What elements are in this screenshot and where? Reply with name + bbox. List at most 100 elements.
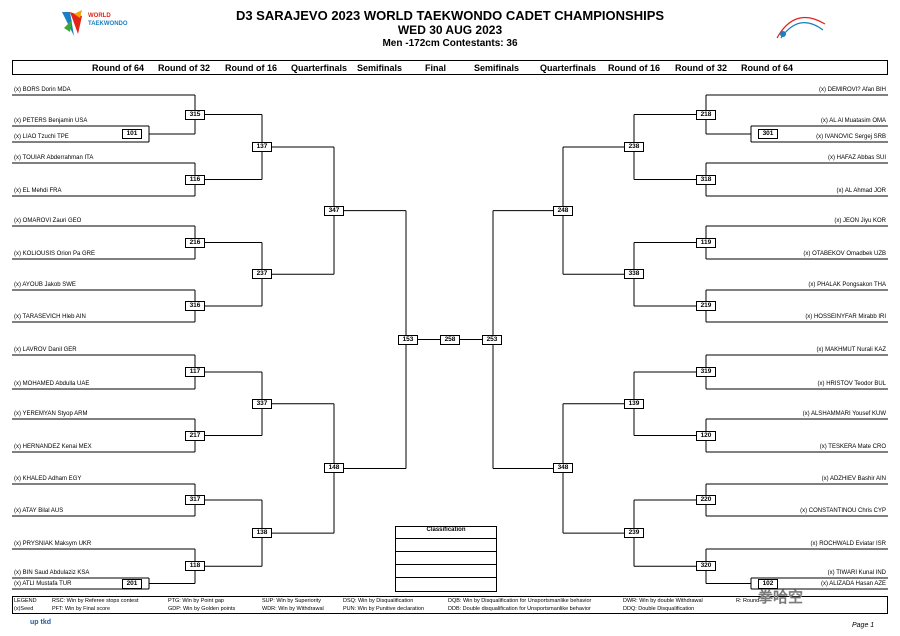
legend-entry: DDB: Double disqualification for Unsport… xyxy=(448,606,591,612)
legend-entry: WDR: Win by Withdrawal xyxy=(262,606,324,612)
match-number-box: 348 xyxy=(553,463,573,474)
match-number-box: 217 xyxy=(185,430,205,441)
competitor-name: (x) BIN Saud Abdulaziz KSA xyxy=(14,570,90,576)
legend-entry: DSQ: Win by Disqualification xyxy=(343,598,414,604)
match-number-box: 101 xyxy=(122,129,142,139)
competitor-name: (x) HOSSEINYFAR Mirabb IRI xyxy=(805,314,886,320)
legend-entry: LEGEND xyxy=(14,598,37,604)
competitor-name: (x) LAVROV Danil GER xyxy=(14,347,77,353)
legend-entry: RSC: Win by Referee stops contest xyxy=(52,598,139,604)
legend-entry: (x)Seed xyxy=(14,606,34,612)
round-label: Quarterfinals xyxy=(540,63,597,73)
match-number-box: 347 xyxy=(324,205,344,216)
match-number-box: 216 xyxy=(185,237,205,248)
competitor-name: (x) KHALED Adham EGY xyxy=(14,476,82,482)
match-number-box: 338 xyxy=(624,269,644,280)
round-label: Quarterfinals xyxy=(291,63,348,73)
round-label: Round of 16 xyxy=(225,63,277,73)
page-title: D3 SARAJEVO 2023 WORLD TAEKWONDO CADET C… xyxy=(235,8,665,23)
match-number-box: 117 xyxy=(185,367,205,377)
competitor-name: (x) ATLI Mustafa TUR xyxy=(14,581,72,587)
division-info: Men -172cm Contestants: 36 xyxy=(382,38,518,49)
match-number-box: 237 xyxy=(252,269,272,280)
watermark: 拳哈空 xyxy=(758,589,804,606)
match-number-box: 315 xyxy=(185,109,205,120)
wt-logo xyxy=(60,8,140,40)
event-date: WED 30 AUG 2023 xyxy=(397,23,503,37)
competitor-name: (x) MOHAMED Abdulla UAE xyxy=(14,381,90,387)
competitor-name: (x) YEREMYAN Styop ARM xyxy=(14,411,88,417)
legend-entry: SUP: Win by Superiority xyxy=(262,598,321,604)
classification-table xyxy=(395,526,497,592)
competitor-name: (x) AL Ahmad JOR xyxy=(836,188,886,194)
round-label: Semifinals xyxy=(474,63,520,73)
competitor-name: (x) OTABEKOV Omadbek UZB xyxy=(803,251,886,257)
competitor-name: (x) TARASEVICH Hleb AIN xyxy=(14,314,86,320)
match-number-box: 139 xyxy=(624,398,644,409)
competitor-name: (x) BORS Dorin MDA xyxy=(14,87,71,93)
competitor-name: (x) AYOUB Jakob SWE xyxy=(14,282,76,288)
competitor-name: (x) JEON Jiyu KOR xyxy=(834,218,886,224)
round-label: Round of 64 xyxy=(92,63,144,73)
match-number-box: 120 xyxy=(696,430,716,441)
match-number-box: 138 xyxy=(252,528,272,539)
match-number-box: 148 xyxy=(324,463,344,474)
competitor-name: (x) IVANOVIC Sergej SRB xyxy=(816,134,886,140)
classification-title: Classification xyxy=(426,527,466,533)
wt-logo-text-2: TAEKWONDO xyxy=(88,21,128,27)
match-number-box: 316 xyxy=(185,301,205,311)
match-number-box: 201 xyxy=(122,578,142,589)
round-label: Round of 16 xyxy=(608,63,660,73)
wt-logo-icon xyxy=(62,10,82,36)
competitor-name: (x) DEMIROVI? Afan BIH xyxy=(818,87,886,93)
round-label: Semifinals xyxy=(357,63,403,73)
match-number-box: 301 xyxy=(758,129,778,139)
match-number-box: 318 xyxy=(696,174,716,185)
legend-entry: GDP: Win by Golden points xyxy=(168,606,236,612)
legend-entry: DQB: Win by Disqualification for Unsport… xyxy=(448,598,592,604)
competitor-name: (x) HAFAZ Abbas SUI xyxy=(827,155,886,161)
round-header-bar xyxy=(12,60,888,75)
match-number-box: 218 xyxy=(696,109,716,120)
competitor-name: (x) ROCHWALD Eviatar ISR xyxy=(810,541,886,547)
match-number-box: 238 xyxy=(624,142,644,152)
match-number-box: 116 xyxy=(185,174,205,185)
match-number-box: 219 xyxy=(696,301,716,311)
legend-entry: PTG: Win by Point gap xyxy=(168,598,224,604)
competitor-name: (x) ADZHIEV Bashir AIN xyxy=(821,476,886,482)
competitor-name: (x) ALSHAMMARI Yousef KUW xyxy=(802,411,886,417)
competitor-name: (x) MAKHMUT Nurali KAZ xyxy=(816,347,886,353)
competitor-name: (x) ALIZADA Hasan AZE xyxy=(820,581,886,587)
event-logo xyxy=(773,10,829,42)
match-number-box: 137 xyxy=(252,142,272,152)
competitor-name: (x) EL Mehdi FRA xyxy=(14,188,62,194)
legend-entry: PUN: Win by Punitive declaration xyxy=(343,606,425,612)
match-number-box: 258 xyxy=(440,334,460,345)
match-number-box: 220 xyxy=(696,495,716,505)
competitor-name: (x) TESKERA Mate CRO xyxy=(819,444,886,450)
competitor-name: (x) CONSTANTINOU Chris CYP xyxy=(800,508,886,514)
event-logo-icon xyxy=(776,16,826,39)
legend-entry: R: Round xyxy=(736,598,760,604)
match-number-box: 319 xyxy=(696,367,716,377)
competitor-name: (x) TOUIAR Abderrahman ITA xyxy=(14,155,94,161)
match-number-box: 320 xyxy=(696,561,716,572)
uptkd-logo: up tkd xyxy=(30,619,51,626)
competitor-name: (x) TIWARI Kunal IND xyxy=(827,570,886,576)
competitor-name: (x) PHALAK Pongsakon THA xyxy=(808,282,886,288)
round-label: Round of 32 xyxy=(675,63,727,73)
competitor-name: (x) PETERS Benjamin USA xyxy=(14,118,88,124)
legend-entry: PFT: Win by Final score xyxy=(52,606,111,612)
competitor-name: (x) KOLIOUSIS Orion Pa GRE xyxy=(14,251,96,257)
match-number-box: 153 xyxy=(398,334,418,345)
match-number-box: 317 xyxy=(185,495,205,505)
round-label: Round of 64 xyxy=(741,63,793,73)
match-number-box: 248 xyxy=(553,205,573,216)
legend-box xyxy=(12,596,888,614)
competitor-name: (x) HRISTOV Teodor BUL xyxy=(817,381,886,387)
match-number-box: 118 xyxy=(185,561,205,572)
wt-logo-text-1: WORLD xyxy=(88,13,111,19)
page-number: Page 1 xyxy=(852,622,875,629)
competitor-name: (x) LIAO Tzuchi TPE xyxy=(14,134,69,140)
legend-entry: DWR: Win by double Withdrawal xyxy=(623,598,703,604)
